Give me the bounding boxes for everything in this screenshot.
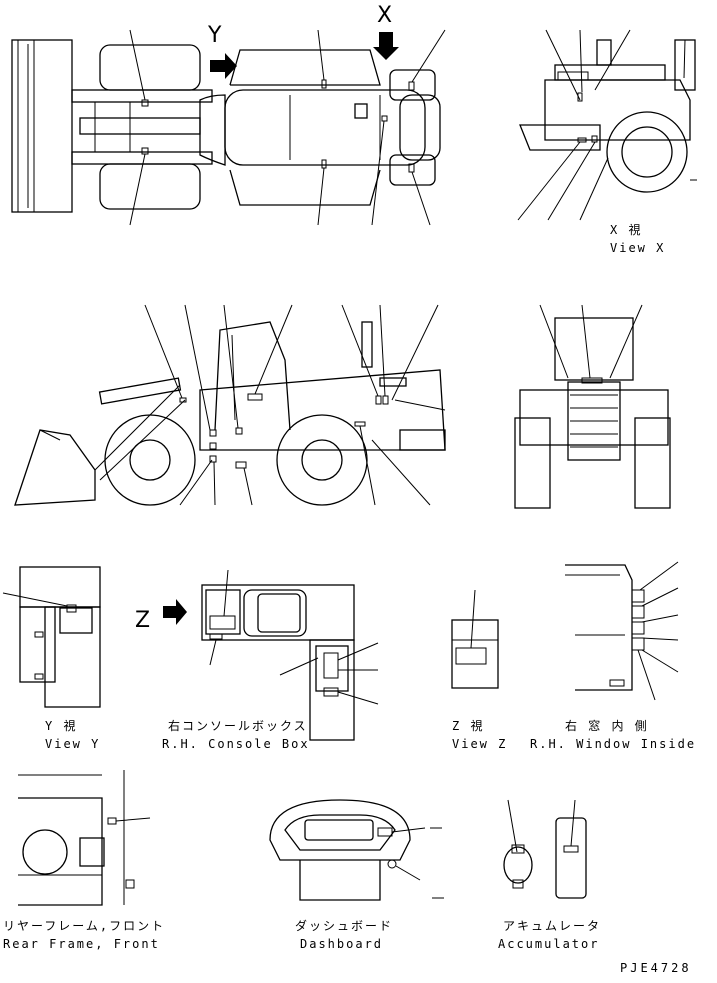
view-x-drawing	[517, 29, 697, 221]
view-z-drawing	[451, 589, 499, 689]
caption-view-z-jp: Z 視	[452, 718, 484, 733]
arrow-x-icon	[373, 32, 399, 60]
marker-z: Z	[135, 608, 150, 633]
caption-view-z-en: View Z	[452, 737, 507, 751]
arrow-y-icon	[210, 53, 237, 79]
caption-window-en: R.H. Window Inside	[530, 737, 696, 751]
console-box-drawing	[201, 569, 379, 741]
caption-window-jp: 右 窓 内 側	[565, 718, 649, 733]
marker-y: Y	[207, 23, 222, 48]
rear-frame-drawing	[18, 770, 151, 906]
caption-rear-jp: リヤーフレーム,フロント	[3, 919, 165, 933]
marker-x: X	[377, 3, 392, 28]
caption-view-x-en: View X	[610, 241, 665, 255]
window-inside-drawing	[565, 561, 679, 701]
accumulator-drawing	[503, 799, 587, 899]
caption-acc-en: Accumulator	[498, 937, 599, 951]
caption-acc-jp: アキュムレータ	[503, 919, 601, 933]
caption-dash-jp: ダッシュボード	[295, 918, 393, 933]
side-view-drawing	[14, 304, 446, 506]
caption-dash-en: Dashboard	[300, 937, 383, 951]
caption-view-y-en: View Y	[45, 737, 100, 751]
drawing-code: PJE4728	[620, 961, 692, 975]
top-view-drawing	[11, 29, 446, 226]
caption-view-y-jp: Y 視	[45, 718, 77, 733]
caption-console-en: R.H. Console Box	[162, 737, 310, 751]
arrow-z-icon	[163, 599, 187, 625]
rear-view-drawing	[514, 304, 671, 509]
caption-rear-en: Rear Frame, Front	[3, 937, 160, 951]
view-y-drawing	[2, 566, 101, 708]
caption-view-x-jp: X 視	[610, 222, 642, 237]
dashboard-drawing	[269, 799, 444, 901]
caption-console-jp: 右コンソールボックス	[168, 718, 308, 733]
